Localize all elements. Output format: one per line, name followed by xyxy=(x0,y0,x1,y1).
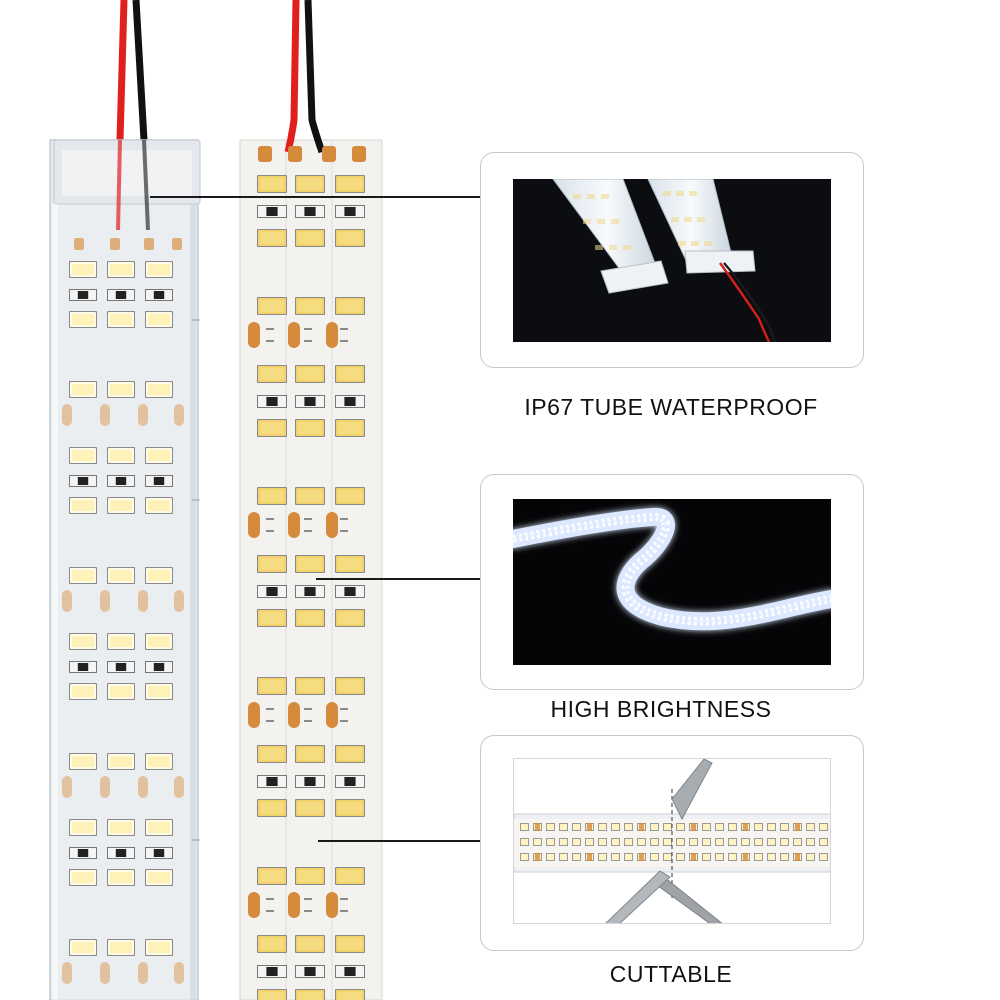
caption-waterproof: IP67 TUBE WATERPROOF xyxy=(524,394,818,420)
caption-brightness: HIGH BRIGHTNESS xyxy=(550,696,772,722)
leader-line-cuttable xyxy=(318,840,481,842)
leader-line-waterproof xyxy=(150,196,480,198)
feature-callout-waterproof xyxy=(480,152,864,368)
bare-led-strip xyxy=(236,0,386,1000)
caption-cuttable: CUTTABLE xyxy=(609,961,733,987)
tube-strip-graphic xyxy=(49,0,201,1000)
cuttable-photo xyxy=(513,758,831,924)
waterproof-tube-strip xyxy=(40,0,210,1000)
bare-strip-graphic xyxy=(239,0,383,1000)
leader-line-brightness xyxy=(316,578,481,580)
feature-callout-cuttable xyxy=(480,735,864,951)
waterproof-photo xyxy=(513,179,831,342)
feature-callout-brightness xyxy=(480,474,864,690)
brightness-photo xyxy=(513,499,831,665)
